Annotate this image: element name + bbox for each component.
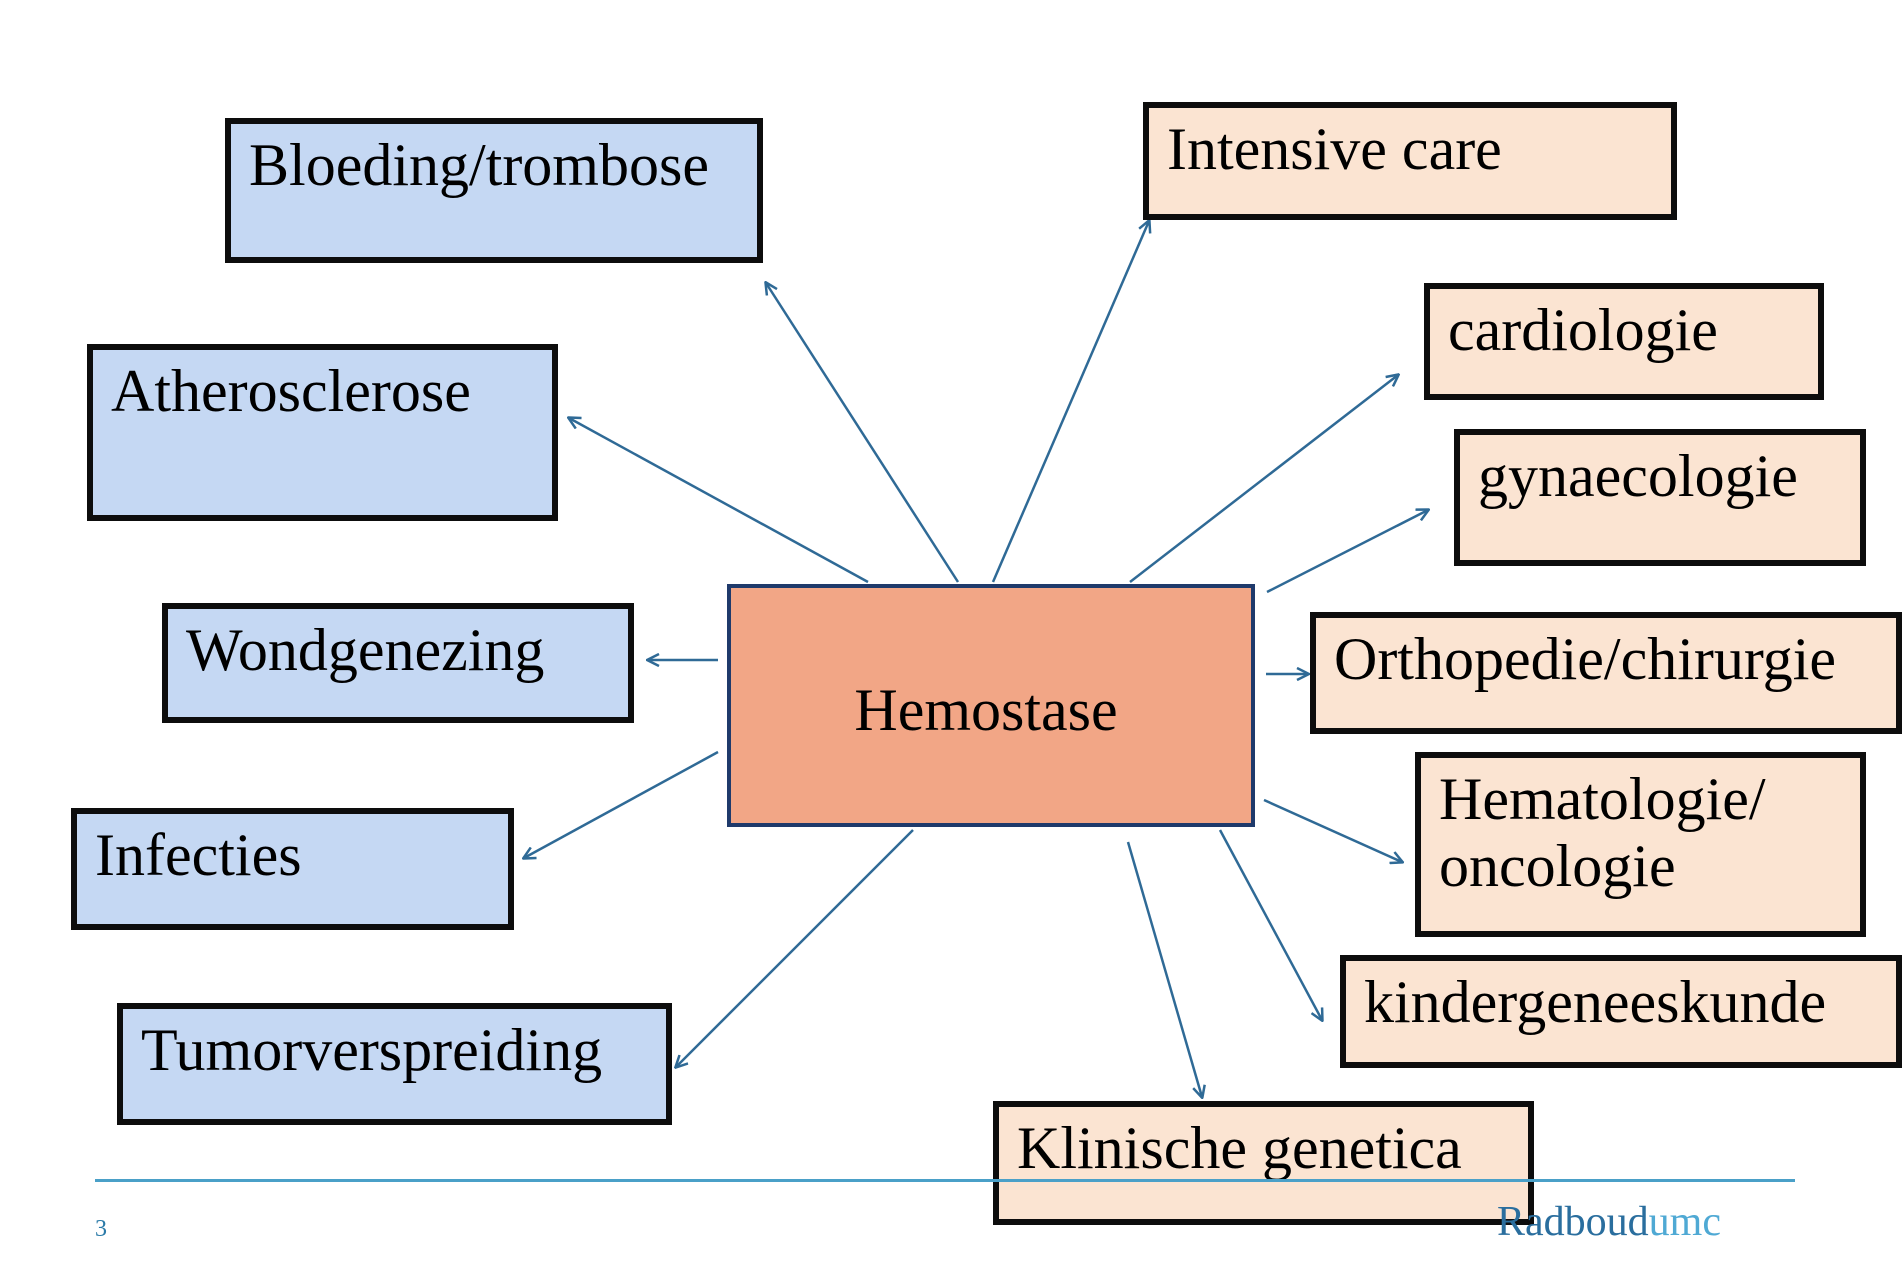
arrow-to-atherosclerose xyxy=(569,418,869,584)
specialty-label: kindergeneeskunde xyxy=(1364,969,1827,1035)
specialty-label: Orthopedie/chirurgie xyxy=(1334,626,1837,692)
specialty-intensive-care: Intensive care xyxy=(1143,102,1677,220)
topic-label: Infecties xyxy=(95,822,302,888)
center-hemostase: Hemostase xyxy=(727,584,1255,827)
center-label: Hemostase xyxy=(854,676,1118,743)
specialty-label: Hematologie/ oncologie xyxy=(1439,766,1766,900)
topic-label: Tumorverspreiding xyxy=(141,1017,603,1083)
specialty-gynaecologie: gynaecologie xyxy=(1454,429,1866,566)
arrow-to-cardiologie xyxy=(1129,375,1398,583)
radboudumc-logo: Radboudumc xyxy=(1497,1198,1721,1246)
arrow-to-infecties xyxy=(524,750,719,858)
topic-tumorverspreiding: Tumorverspreiding xyxy=(117,1003,672,1125)
topic-atherosclerose: Atherosclerose xyxy=(87,344,558,521)
arrow-to-gynaecologie xyxy=(1266,510,1428,594)
arrow-to-klinische xyxy=(1126,841,1202,1097)
arrow-to-tumor xyxy=(676,829,914,1067)
specialty-label: Klinische genetica xyxy=(1017,1115,1462,1181)
specialty-label: Intensive care xyxy=(1167,116,1502,182)
specialty-cardiologie: cardiologie xyxy=(1424,283,1824,400)
topic-label: Atherosclerose xyxy=(111,358,471,424)
arrow-to-hemato xyxy=(1263,798,1402,862)
logo-main-text: Radboud xyxy=(1497,1199,1649,1245)
page-number: 3 xyxy=(95,1216,107,1242)
topic-wondgenezing: Wondgenezing xyxy=(162,603,634,723)
topic-bloeding-trombose: Bloeding/trombose xyxy=(225,118,763,263)
specialty-klinische-genetica: Klinische genetica xyxy=(993,1101,1534,1225)
topic-label: Bloeding/trombose xyxy=(249,132,709,198)
logo-suffix-text: umc xyxy=(1648,1199,1721,1245)
topic-infecties: Infecties xyxy=(71,808,514,930)
specialty-orthopedie-chirurgie: Orthopedie/chirurgie xyxy=(1310,612,1902,734)
specialty-label: cardiologie xyxy=(1448,297,1718,363)
arrow-to-bloeding xyxy=(766,283,960,583)
specialty-label: gynaecologie xyxy=(1478,443,1798,509)
specialty-kindergeneeskunde: kindergeneeskunde xyxy=(1340,955,1902,1068)
specialty-hematologie-oncologie: Hematologie/ oncologie xyxy=(1415,752,1866,937)
topic-label: Wondgenezing xyxy=(186,617,545,683)
arrow-to-intensive-care xyxy=(991,221,1149,583)
arrow-to-kinder xyxy=(1218,829,1322,1020)
footer-divider xyxy=(95,1179,1795,1182)
